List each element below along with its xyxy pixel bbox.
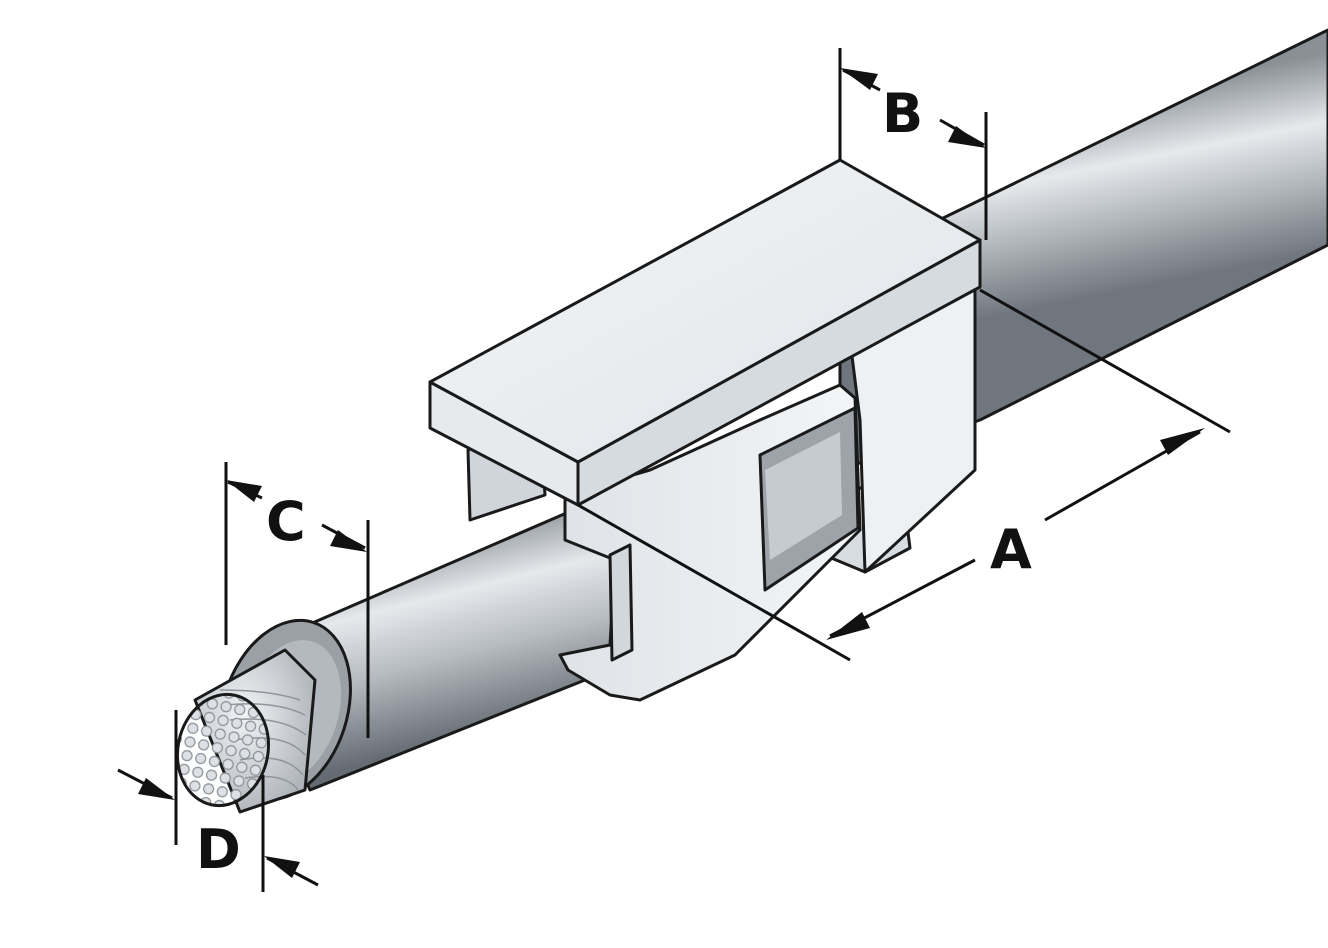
dimension-label-c: C [266, 490, 306, 553]
cable-front-section [175, 490, 652, 814]
dimension-label-b: B [882, 82, 923, 145]
dimension-label-d: D [196, 818, 241, 881]
dimension-label-a: A [990, 518, 1032, 581]
cable-marker [428, 158, 982, 702]
dimension-lines [117, 48, 1231, 892]
